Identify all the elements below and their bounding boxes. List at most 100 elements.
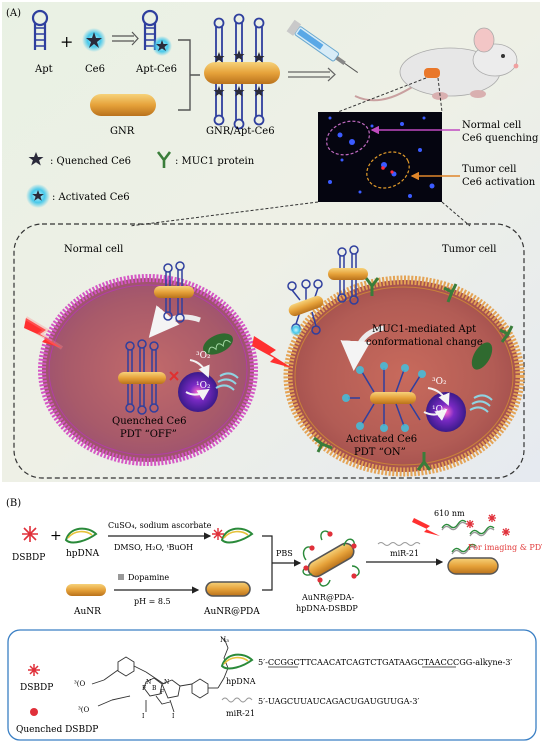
mir21-wave (377, 542, 421, 546)
cell-zoom-line-right (441, 201, 471, 227)
fluor-normal-line1: Normal cell (462, 120, 521, 131)
chem-atom-i1: I (142, 713, 145, 720)
chem-o-label1: ³(O (74, 680, 86, 688)
fluor-tumor-line2: Ce6 activation (462, 177, 536, 188)
dsbdp-chemical-structure (91, 637, 229, 713)
box-mir21-label: miR-21 (226, 709, 255, 718)
tumor-o2-top: ³O₂ (432, 377, 447, 387)
chem-atom-n2: N (164, 679, 169, 686)
tumor-change-line1: MUC1-mediated Apt (372, 324, 476, 335)
box-quenched-dot-icon (30, 708, 38, 716)
gnr-apt-ce6-complex (204, 13, 280, 130)
light-610-icon (412, 518, 440, 536)
aunr-pda-label: AuNR@PDA (203, 607, 260, 617)
zoom-line-right (437, 77, 443, 113)
fluor-tumor-line1: Tumor cell (462, 164, 517, 175)
reaction-arrow (112, 35, 134, 42)
gnr-label: GNR (110, 126, 135, 137)
cell-zoom-line-left (129, 201, 319, 227)
box-hpdna-seq: 5′-CCGGCTTCAACATCAGTCTGATAAGCTAACCCGG-al… (258, 657, 512, 667)
legend-activated-star-icon (32, 190, 44, 201)
gnr-apt-ce6-label: GNR/Apt-Ce6 (206, 126, 275, 137)
injection-arrow (288, 71, 330, 78)
normal-caption2: PDT “OFF” (120, 429, 177, 440)
tumor-caption2: PDT “ON” (354, 447, 406, 458)
panel-b-label: (B) (6, 498, 21, 509)
apt-ce6-label: Apt-Ce6 (135, 64, 177, 75)
tumor-cell-entering-gnr (287, 279, 324, 336)
box-mir21-icon (221, 697, 253, 703)
mir21-label: miR-21 (390, 549, 419, 558)
normal-caption1: Quenched Ce6 (112, 416, 186, 427)
ph-label: pH = 8.5 (134, 597, 171, 606)
gnr-rod (90, 94, 156, 116)
hpdna-label: hpDNA (66, 549, 100, 559)
tumor-laser-lightning-icon (252, 336, 292, 368)
tumor-o2-bottom: ¹O₂ (432, 405, 447, 415)
plus-b: + (50, 528, 62, 544)
box-hpdna-icon (220, 653, 254, 670)
normal-cell-title: Normal cell (64, 244, 123, 255)
hpdna-icon (64, 527, 98, 544)
injection-arrow-head (327, 67, 336, 82)
legend-muc1: : MUC1 protein (175, 156, 255, 167)
dsbdp-label: DSBDP (12, 553, 45, 563)
legend-muc1-icon (156, 151, 172, 168)
apt-label: Apt (34, 64, 53, 75)
chem-atom-n1: N (146, 679, 151, 686)
chem-atom-i2: I (172, 713, 175, 720)
box-dsbdp-star-icon (28, 664, 40, 676)
merge-line (262, 535, 300, 591)
box-quenched-label: Quenched DSBDP (16, 725, 98, 735)
apt-ce6-hairpin-icon (141, 9, 159, 50)
normal-cell (38, 274, 258, 466)
combine-brace (178, 39, 200, 111)
wavelength-label: 610 nm (434, 509, 465, 518)
tumor-change-line2: conformational change (366, 337, 483, 348)
chem-atom-f2: F (160, 689, 164, 696)
final-product-icon (441, 514, 510, 575)
tumor-cell-title: Tumor cell (442, 244, 497, 255)
aunr-label: AuNR (73, 607, 101, 617)
dsbdp-star-icon (22, 526, 38, 542)
tumor-cell (283, 275, 525, 477)
legend-box (7, 629, 537, 741)
legend-quenched: : Quenched Ce6 (50, 156, 131, 167)
chem-o-label2: ³(O (78, 706, 90, 714)
fluor-normal-line2: Ce6 quenching (462, 133, 539, 144)
syringe-icon (286, 19, 359, 73)
reaction-arrow-head (131, 31, 139, 46)
ce6-star-icon (86, 32, 102, 48)
pbs-label: PBS (276, 549, 293, 558)
legend-quenched-star-icon (28, 152, 44, 166)
hpdna-dsbdp-product-icon (212, 527, 254, 544)
aunr-rod (66, 584, 106, 596)
tumor-cell-outside-gnr (328, 245, 368, 305)
normal-cell-outside-gnr (154, 261, 194, 323)
chem-atom-f1: F (142, 685, 146, 692)
zoom-line-left (337, 77, 427, 113)
product-line1: AuNR@PDA- (301, 593, 355, 602)
fluorescence-image (318, 112, 442, 202)
chem-n3: N₃ (220, 636, 229, 644)
normal-o2-top: ³O₂ (196, 351, 211, 361)
box-dsbdp-label: DSBDP (20, 683, 53, 693)
mouse-icon (399, 27, 519, 100)
plus-sign: + (60, 32, 73, 51)
dopamine-label: Dopamine (128, 573, 169, 582)
normal-o2-bottom: ¹O₂ (196, 381, 211, 391)
ce6-label: Ce6 (85, 64, 105, 75)
box-hpdna-label: hpDNA (226, 677, 256, 686)
legend-activated: : Activated Ce6 (52, 192, 130, 203)
reaction1-bottom: DMSO, H₂O, ᵗBuOH (114, 543, 193, 552)
aunr-pda-rod (205, 581, 251, 597)
apt-ce6-star-icon (156, 40, 168, 51)
dopamine-square (118, 574, 124, 580)
product-line2: hpDNA-DSBDP (296, 604, 358, 613)
apt-hairpin-icon (31, 9, 49, 50)
reaction1-top: CuSO₄, sodium ascorbate (108, 521, 212, 530)
box-mir21-seq: 5′-UAGCUUAUCAGACUGAUGUUGA-3′ (258, 696, 419, 706)
laser-lightning-icon (24, 316, 64, 350)
aunr-pda-hpdna-dsbdp-icon (302, 530, 360, 587)
